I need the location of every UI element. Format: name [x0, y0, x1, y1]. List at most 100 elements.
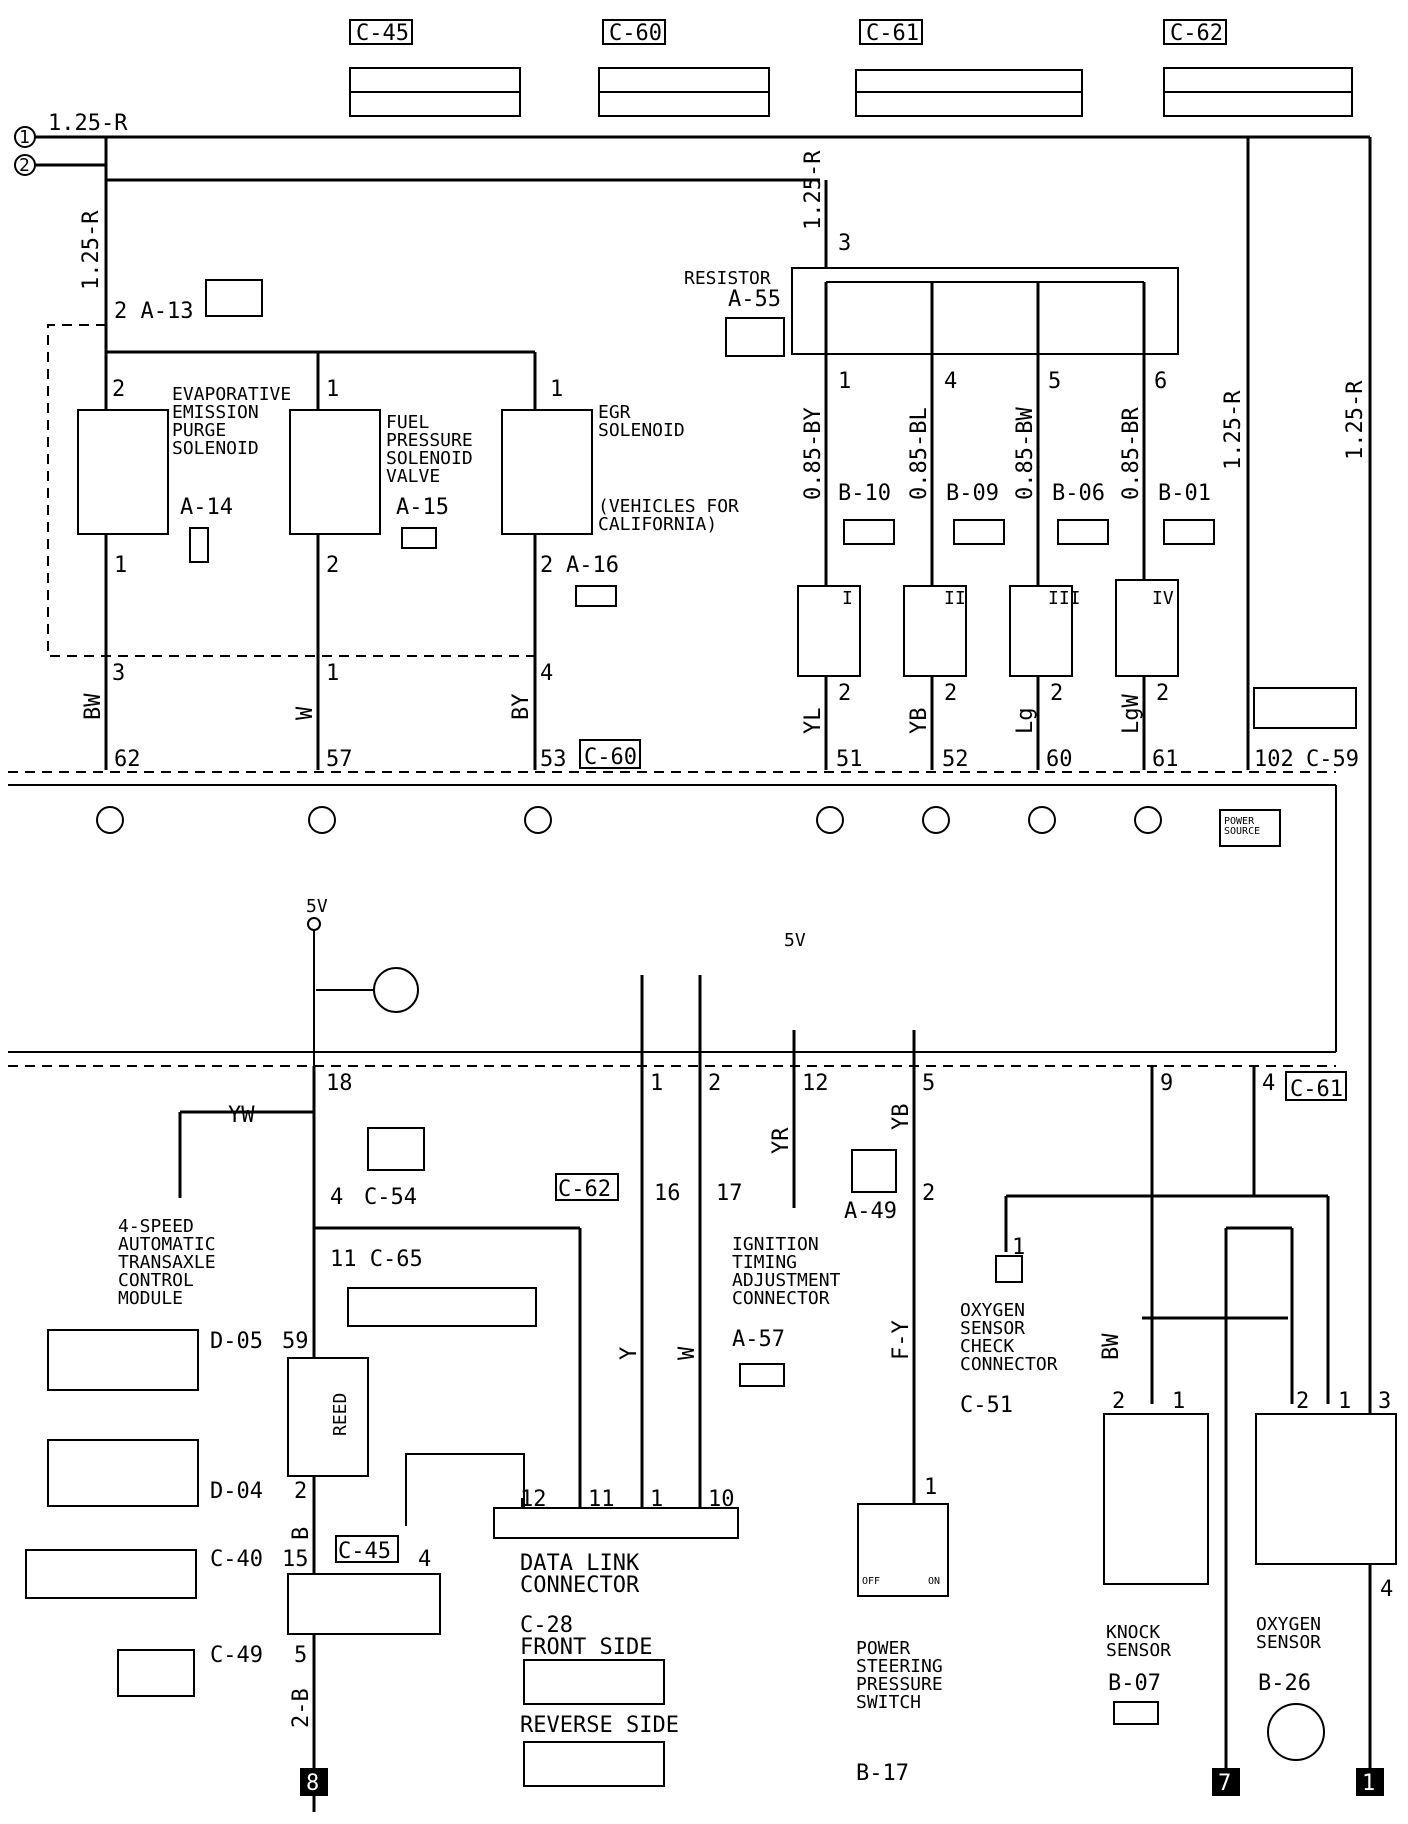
injector-4: 6 0.85-BR B-01 IV 2 LgW 61 — [1115, 282, 1215, 772]
inj1-wire-top: 0.85-BY — [801, 407, 826, 500]
c40-pin: 15 — [282, 1547, 309, 1572]
pin-12: 12 — [802, 1071, 829, 1096]
wire-yr: YR — [769, 1127, 794, 1154]
inj3-pin-top: 5 — [1048, 369, 1061, 394]
injector-3: 5 0.85-BW B-06 III 2 Lg 60 — [1009, 282, 1109, 772]
fuel-connector: A-15 — [396, 495, 449, 520]
ground-8: 8 — [306, 1771, 319, 1796]
wire-pin-16: 16 — [654, 1181, 681, 1206]
egr-pin-junction: 4 — [540, 661, 553, 686]
inj3-wire-top: 0.85-BW — [1013, 407, 1038, 500]
conn-label-c61: C-61 — [866, 21, 919, 46]
evap-wire: BW — [81, 693, 106, 720]
c45-pin: 4 — [418, 1547, 431, 1572]
inj1-wire-bot: YL — [801, 708, 826, 735]
inj4-pin-bot: 2 — [1156, 681, 1169, 706]
wire-w: W — [675, 1346, 700, 1360]
fuel-pin-top: 1 — [326, 377, 339, 402]
c51-label: C-51 — [960, 1393, 1013, 1418]
d05-pin: 59 — [282, 1329, 309, 1354]
wire-2b: 2-B — [289, 1688, 314, 1728]
inj4-numeral: IV — [1152, 588, 1174, 609]
conn-label-c62: C-62 — [1170, 21, 1223, 46]
c49-label: C-49 — [210, 1643, 263, 1668]
inj2-wire-top: 0.85-BL — [907, 407, 932, 500]
b17-label: B-17 — [856, 1761, 909, 1786]
egr-pin-bot: 2 — [540, 553, 553, 578]
inj4-ecm-pin: 61 — [1152, 747, 1179, 772]
dlc-pin-12: 12 — [520, 1487, 547, 1512]
a49-label: A-49 — [844, 1199, 897, 1224]
b07-label: B-07 — [1108, 1671, 1161, 1696]
resistor-label: RESISTOR — [684, 268, 771, 289]
inj1-pin-top: 1 — [838, 369, 851, 394]
inj3-ecm-pin: 60 — [1046, 747, 1073, 772]
o2-pin-3: 3 — [1378, 1389, 1391, 1414]
inj2-connector: B-09 — [946, 481, 999, 506]
v5-label-mid: 5V — [784, 930, 806, 951]
wire-pin-17: 17 — [716, 1181, 743, 1206]
o2-pin-4: 4 — [1380, 1577, 1393, 1602]
resistor-in-wire: 1.25-R — [801, 150, 826, 230]
bus-wire-label: 1.25-R — [48, 111, 128, 136]
egr-ecm-pin: 53 — [540, 747, 567, 772]
conn-label-c45: C-45 — [356, 21, 409, 46]
pin-5: 5 — [922, 1071, 935, 1096]
fuel-pin-junction: 1 — [326, 661, 339, 686]
evap-pin-bot: 1 — [114, 553, 127, 578]
egr-pin-top: 1 — [550, 377, 563, 402]
inj2-numeral: II — [944, 588, 966, 609]
inj3-numeral: III — [1048, 588, 1081, 609]
wire-y: Y — [617, 1347, 642, 1360]
inj2-pin-bot: 2 — [944, 681, 957, 706]
c49-pin: 5 — [294, 1643, 307, 1668]
ps-pin: 1 — [924, 1475, 937, 1500]
inj1-numeral: I — [842, 588, 853, 609]
a49-pin: 2 — [922, 1181, 935, 1206]
c40-label: C-40 — [210, 1547, 263, 1572]
ecm-c60-label: C-60 — [584, 745, 637, 770]
evap-connector: A-14 — [180, 495, 233, 520]
dlc-pin-10: 10 — [708, 1487, 735, 1512]
ecm-body: 5V 5V — [8, 771, 1337, 1067]
top-connectors: C-45 C-60 C-61 C-62 — [349, 19, 1353, 117]
knock-pin-1: 1 — [1172, 1389, 1185, 1414]
egr-wire: BY — [509, 694, 534, 721]
inj3-wire-bot: Lg — [1013, 708, 1038, 735]
o2chk-pin: 1 — [1012, 1235, 1025, 1260]
evap-pin-junction: 3 — [112, 661, 125, 686]
tcm-wire-label: YW — [228, 1103, 255, 1128]
inj4-wire-top: 0.85-BR — [1119, 407, 1144, 500]
inj4-wire-bot: LgW — [1119, 694, 1144, 734]
inj3-connector: B-06 — [1052, 481, 1105, 506]
c59-pin: 102 — [1254, 747, 1294, 772]
fuel-pin-bot: 2 — [326, 553, 339, 578]
ground-7: 7 — [1218, 1771, 1231, 1796]
v5-label-left: 5V — [306, 896, 328, 917]
injector-1: 1 0.85-BY B-10 I 2 YL 51 — [797, 282, 895, 772]
evap-pin-top: 2 — [112, 377, 125, 402]
fuel-ecm-pin: 57 — [326, 747, 353, 772]
reverse-label: REVERSE SIDE — [520, 1713, 679, 1738]
bus-circle-1: 1 — [19, 127, 30, 148]
wire-yb: YB — [889, 1104, 914, 1131]
fuel-wire: W — [293, 706, 318, 720]
knock-pin-2: 2 — [1112, 1389, 1125, 1414]
c62-label: C-62 — [558, 1177, 611, 1202]
d05-label: D-05 — [210, 1329, 263, 1354]
dlc-pin-1: 1 — [650, 1487, 663, 1512]
c65-label: 11 C-65 — [330, 1247, 423, 1272]
injectors: 1 0.85-BY B-10 I 2 YL 51 4 0.85-BL B-09 … — [797, 282, 1215, 772]
inj3-pin-bot: 2 — [1050, 681, 1063, 706]
